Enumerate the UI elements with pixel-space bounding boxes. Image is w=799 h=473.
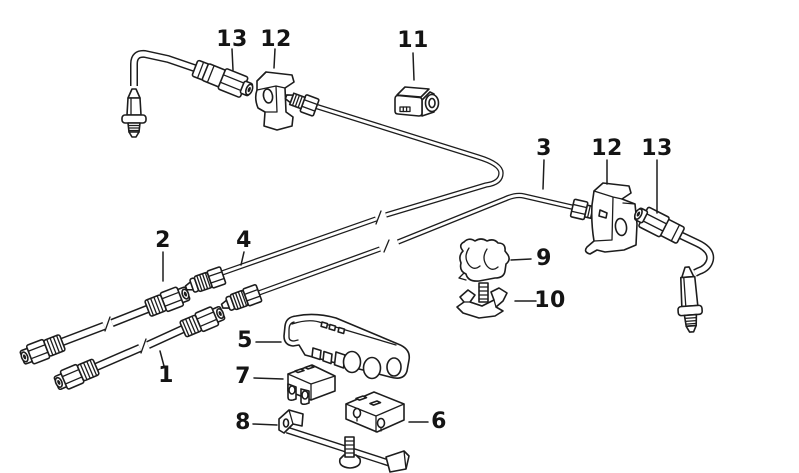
block-7 bbox=[287, 364, 336, 406]
clamp-9 bbox=[458, 238, 510, 282]
callout-12-rear: 12 bbox=[591, 136, 623, 161]
union-nut-13-rear bbox=[629, 202, 687, 247]
hose-1-left-fitting bbox=[51, 356, 101, 394]
callout-9: 9 bbox=[536, 246, 552, 271]
rear-brake-hose-elbow bbox=[676, 230, 715, 277]
hose-1-right-fitting bbox=[178, 302, 228, 340]
hose-2-left-fitting bbox=[17, 332, 67, 369]
block-6 bbox=[345, 391, 405, 433]
callout-12-front: 12 bbox=[260, 27, 292, 52]
pipe-4-end-fitting bbox=[182, 265, 227, 298]
callout-4: 4 bbox=[236, 228, 252, 253]
clip-10 bbox=[456, 282, 508, 319]
callout-5: 5 bbox=[237, 328, 253, 353]
callout-13-front: 13 bbox=[216, 27, 248, 52]
bracket-8 bbox=[278, 409, 410, 473]
callout-8: 8 bbox=[235, 410, 251, 435]
callout-10: 10 bbox=[534, 288, 566, 313]
leader-lines bbox=[159, 48, 658, 426]
hose-2-right-fitting bbox=[143, 282, 193, 319]
callout-1: 1 bbox=[158, 363, 174, 388]
callout-3: 3 bbox=[536, 136, 552, 161]
pipe-4 bbox=[221, 103, 504, 276]
union-tip-rear bbox=[598, 209, 608, 219]
union-nut-13-front bbox=[200, 60, 257, 102]
bracket-12-rear bbox=[584, 182, 638, 255]
hose-end-connector-rear bbox=[677, 266, 703, 333]
front-brake-hose-elbow bbox=[130, 49, 208, 86]
pipe-3-end-fitting bbox=[218, 283, 263, 316]
bracket-12-front bbox=[254, 71, 295, 131]
hose-1 bbox=[94, 325, 185, 371]
hose-end-connector-front bbox=[121, 88, 147, 138]
callout-7: 7 bbox=[235, 364, 251, 389]
holder-5 bbox=[283, 313, 411, 380]
hose-2 bbox=[60, 304, 152, 346]
pipe-union-front bbox=[282, 87, 321, 118]
callout-2: 2 bbox=[155, 228, 171, 253]
callout-11: 11 bbox=[397, 28, 429, 53]
grommet-11 bbox=[394, 86, 440, 117]
callout-6: 6 bbox=[431, 409, 447, 434]
pipe-3 bbox=[255, 192, 577, 297]
callout-13-rear: 13 bbox=[641, 136, 673, 161]
